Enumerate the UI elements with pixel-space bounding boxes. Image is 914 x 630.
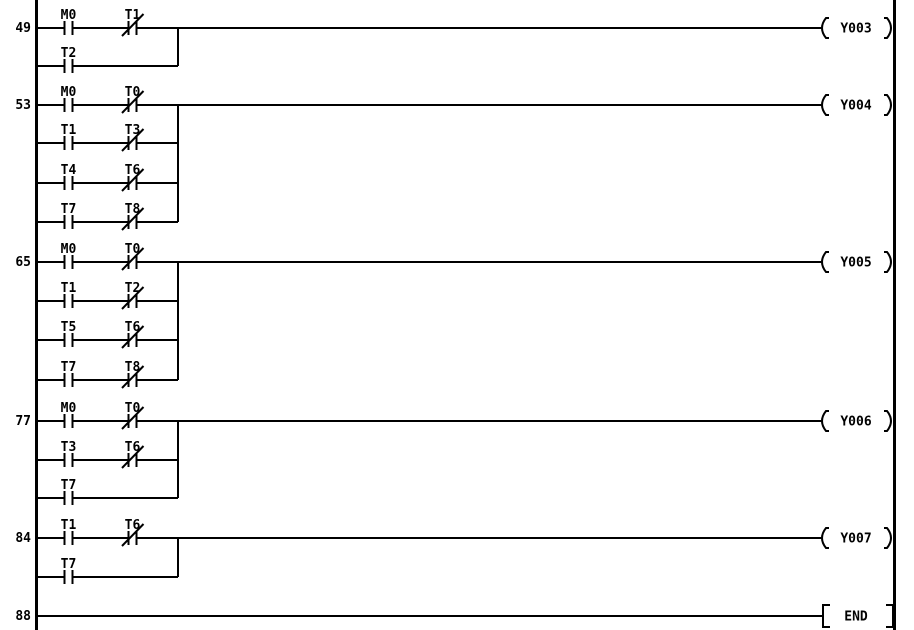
contact-label: T1 [61,518,77,533]
contact-label: T4 [61,163,77,178]
output-coil[interactable]: Y003 [821,17,892,39]
coil-close-paren [884,251,892,273]
nc-contact[interactable]: T6 [121,440,145,469]
nc-slash [121,325,145,349]
contact-label: M0 [61,401,77,416]
contact-label: T0 [125,401,141,416]
nc-contact[interactable]: T8 [121,360,145,389]
output-coil[interactable]: Y004 [821,94,892,116]
contact-label: T7 [61,557,77,572]
no-contact[interactable]: T5 [61,320,77,347]
step-number: 77 [15,414,31,429]
contact-label: T2 [61,46,77,61]
step-number: 53 [15,98,31,113]
nc-contact[interactable]: T0 [121,85,145,114]
output-coil[interactable]: Y007 [821,527,892,549]
contact-label: T7 [61,478,77,493]
contact-label: T7 [61,202,77,217]
step-number: 88 [15,609,31,624]
nc-slash [121,445,145,469]
coil-label: Y004 [840,99,871,114]
rung-88: 88 END [15,604,894,628]
nc-slash [121,523,145,547]
contact-label: T1 [61,123,77,138]
step-number: 65 [15,255,31,270]
coil-label: Y005 [840,256,871,271]
contact-label: T6 [125,163,141,178]
coil-open-paren [821,17,829,39]
coil-open-paren [821,410,829,432]
coil-label: Y003 [840,22,871,37]
contact-label: T7 [61,360,77,375]
nc-slash [121,406,145,430]
coil-close-paren [884,17,892,39]
coil-open-paren [821,94,829,116]
contact-label: T6 [125,518,141,533]
output-coil[interactable]: Y005 [821,251,892,273]
coil-close-paren [884,527,892,549]
nc-slash [121,365,145,389]
contact-label: T0 [125,242,141,257]
coil-label: Y007 [840,532,871,547]
nc-slash [121,13,145,37]
coil-open-paren [821,251,829,273]
nc-contact[interactable]: T6 [121,320,145,349]
end-instruction[interactable]: END [822,604,894,628]
output-coil[interactable]: Y006 [821,410,892,432]
nc-slash [121,90,145,114]
no-contact[interactable]: M0 [61,401,77,428]
contact-label: T3 [61,440,77,455]
nc-slash [121,286,145,310]
nc-slash [121,168,145,192]
contact-label: T0 [125,85,141,100]
step-number: 84 [15,531,31,546]
contact-label: T2 [125,281,141,296]
contact-label: T3 [125,123,141,138]
step-number: 49 [15,21,31,36]
contact-label: M0 [61,8,77,23]
contact-label: T8 [125,360,141,375]
contact-label: T1 [61,281,77,296]
contact-label: T6 [125,440,141,455]
nc-slash [121,128,145,152]
coil-close-paren [884,94,892,116]
nc-contact[interactable]: T3 [121,123,145,152]
instruction-close-bracket [886,604,894,628]
coil-label: Y006 [840,415,871,430]
coil-close-paren [884,410,892,432]
contact-label: T8 [125,202,141,217]
nc-slash [121,247,145,271]
no-contact[interactable]: T4 [61,163,77,190]
contact-label: T5 [61,320,77,335]
nc-slash [121,207,145,231]
contact-label: T6 [125,320,141,335]
contact-label: T1 [125,8,141,23]
instruction-open-bracket [822,604,830,628]
coil-open-paren [821,527,829,549]
instruction-label: END [844,610,868,625]
contact-label: M0 [61,242,77,257]
contact-label: M0 [61,85,77,100]
